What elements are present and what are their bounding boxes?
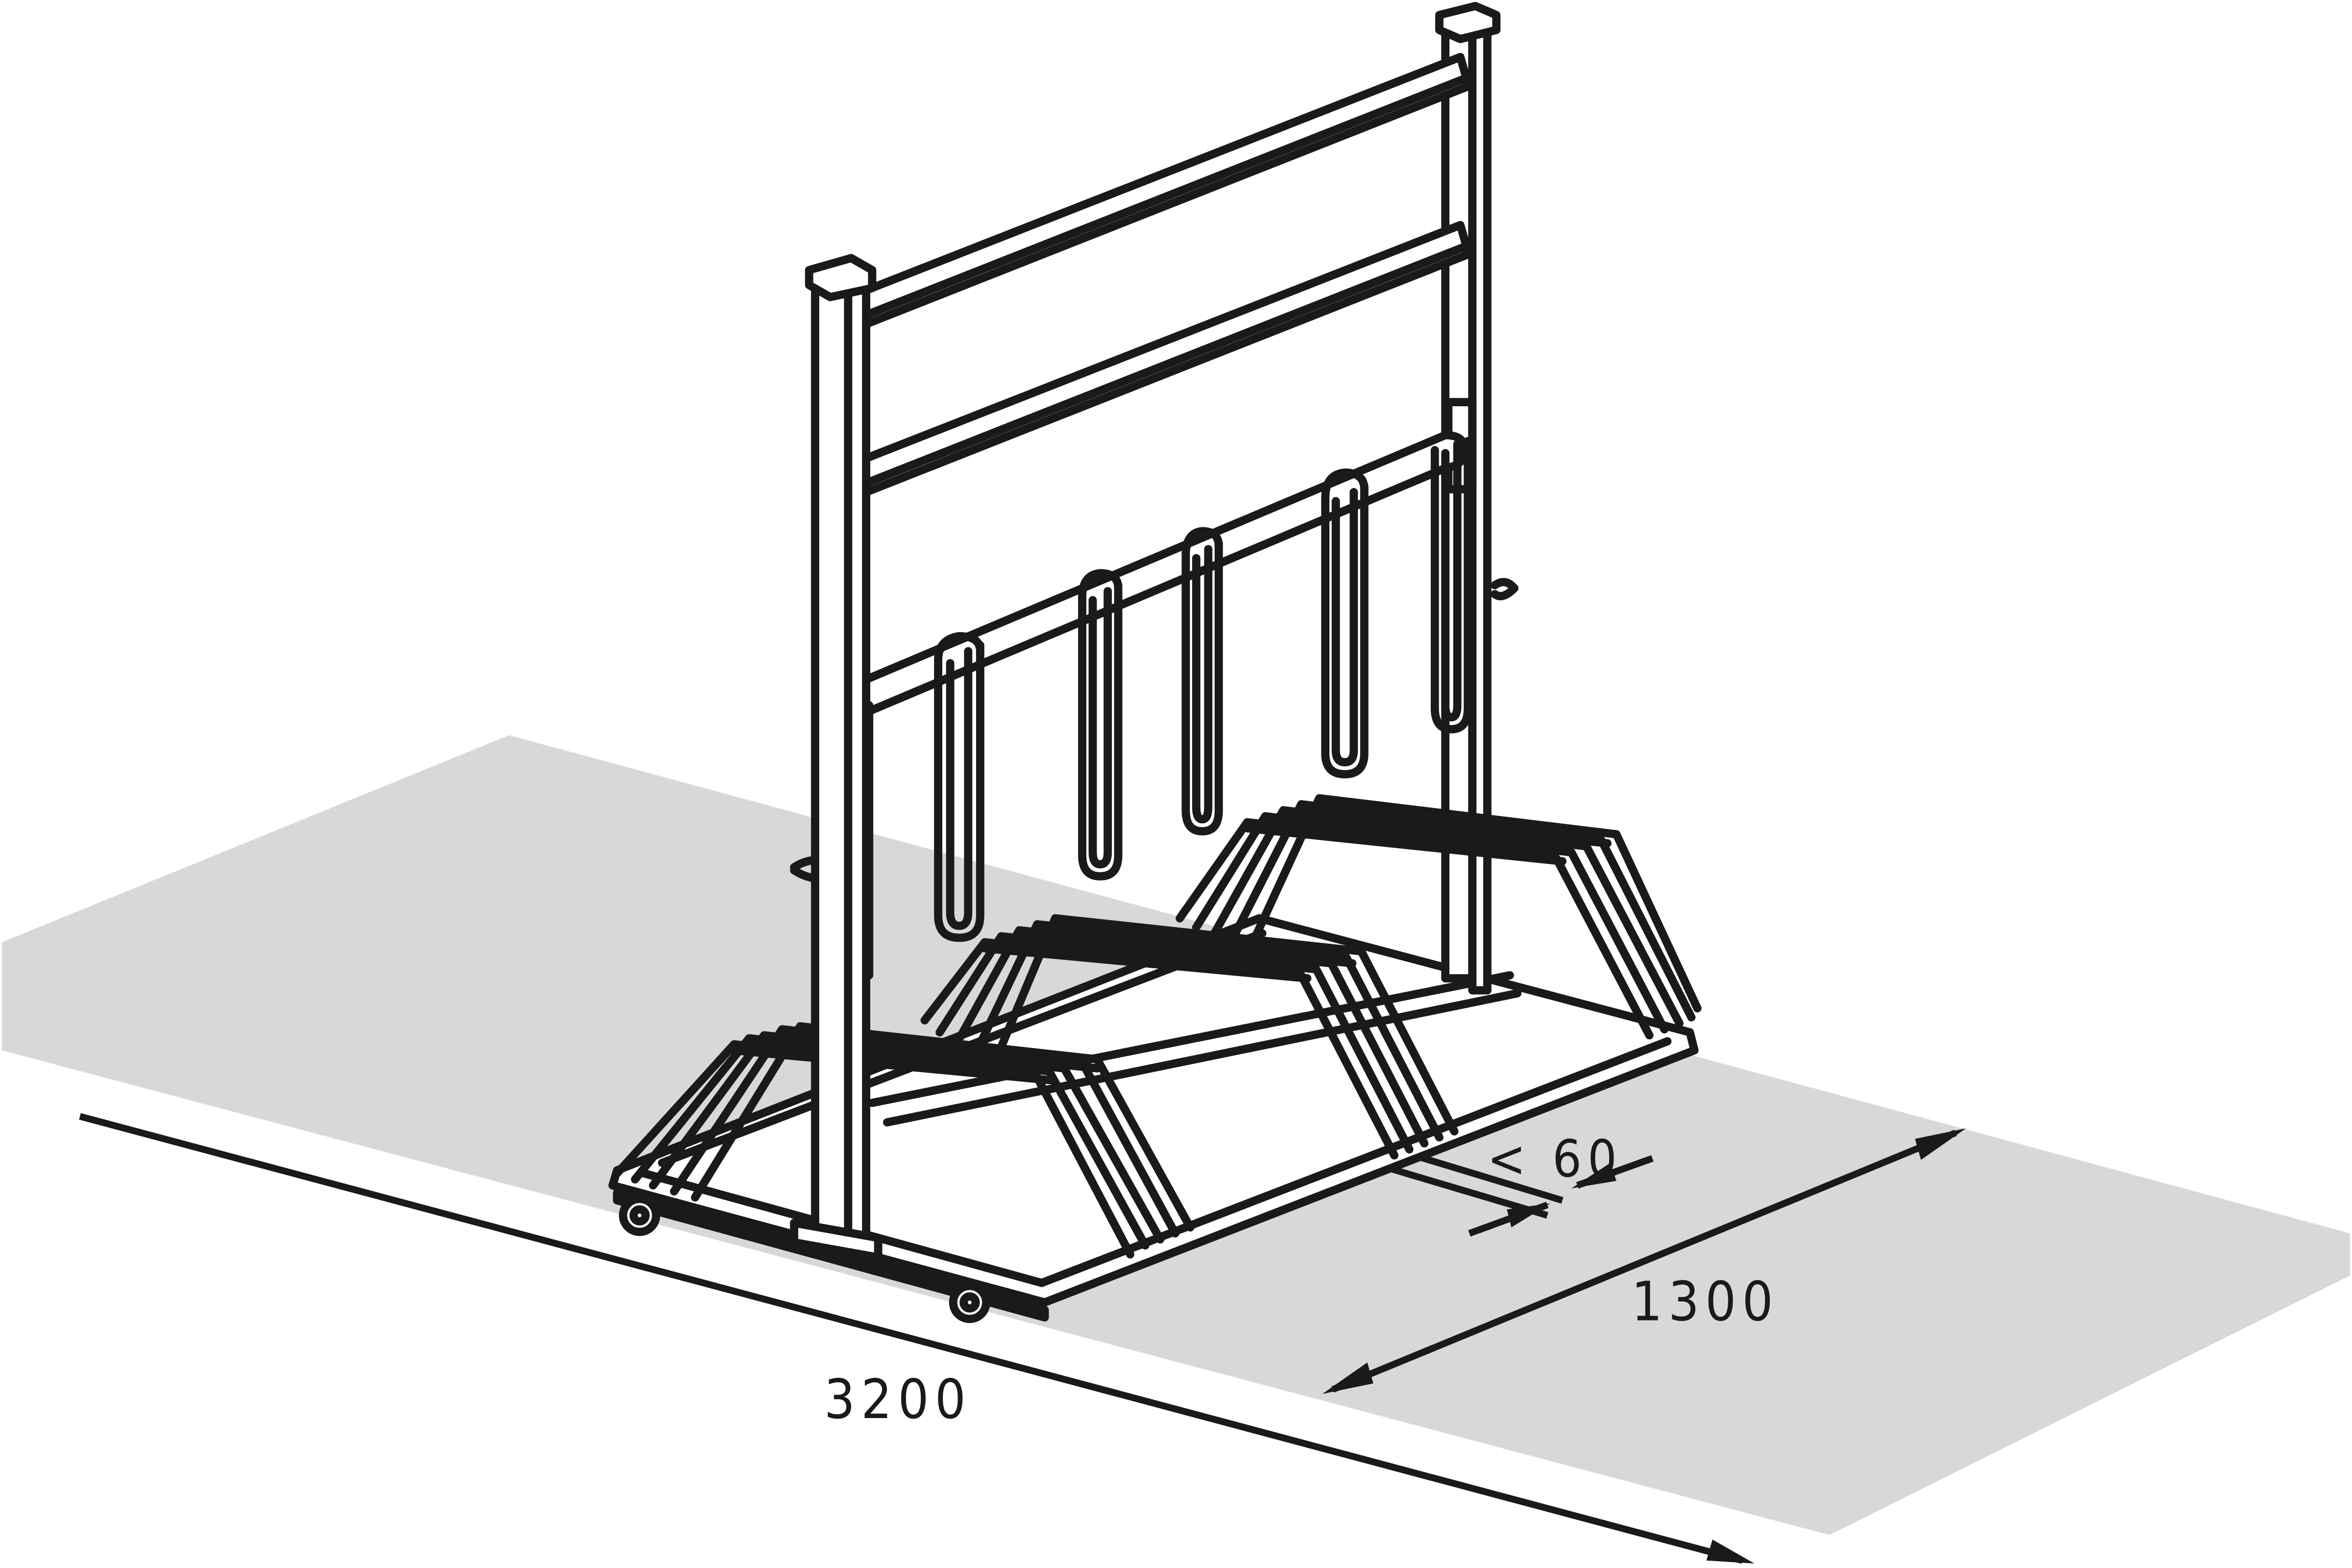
- arrowhead-icon: [1706, 1539, 1755, 1564]
- wheel-icon: [949, 1281, 991, 1323]
- top-rails: [856, 52, 1470, 496]
- dimension-length-3200: [79, 1113, 1755, 1564]
- arrowhead-icon: [1571, 1163, 1617, 1189]
- post-left: [790, 254, 882, 1262]
- dimension-label-width: 1300: [1631, 1271, 1779, 1333]
- hook-icon: [934, 641, 984, 942]
- arrowhead-icon: [1507, 1203, 1551, 1227]
- hook-icon: [1430, 437, 1472, 734]
- arrowhead-icon: [1322, 1362, 1373, 1394]
- bike-stand-right: [1176, 794, 1702, 1040]
- wheel-icon: [619, 1195, 661, 1236]
- hook-icon: [1078, 581, 1123, 881]
- dimension-label-spacing: < 60: [1487, 1129, 1622, 1189]
- bike-stand-middle: [920, 914, 1459, 1160]
- dimension-label-length: 3200: [824, 1368, 972, 1431]
- hook-icon: [1181, 539, 1223, 835]
- dimension-spacing: [1294, 1122, 1654, 1237]
- hook-icon: [1321, 482, 1369, 779]
